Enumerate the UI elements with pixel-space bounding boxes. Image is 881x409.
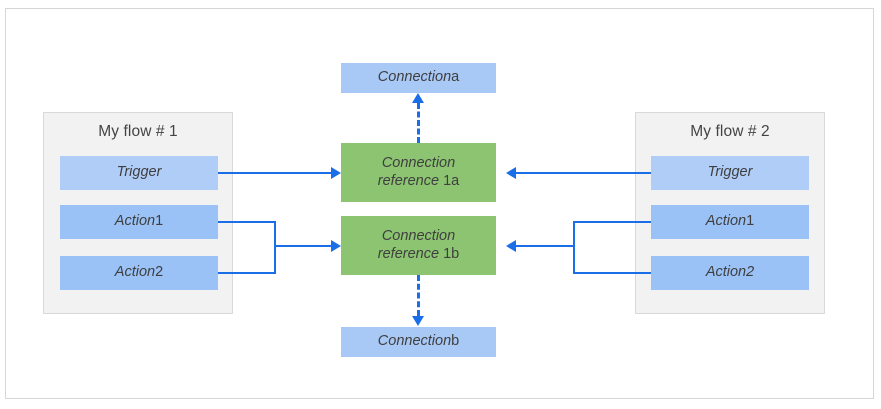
connection-reference-1b-line2-plain: 1b: [439, 245, 460, 262]
connector-flow1-trigger-to-ref1a: [218, 172, 331, 174]
connector-flow2-merge-to-ref1b: [516, 245, 575, 247]
flow-2-title: My flow # 2: [690, 123, 770, 140]
flow-1-step-action-2-label-italic: Action: [114, 264, 156, 281]
flow-2-step-action-1-label-italic: Action: [705, 213, 747, 230]
connection-reference-1b-line2-italic: reference: [377, 245, 440, 262]
flow-1-step-action-2-label-plain: 2: [155, 264, 164, 281]
connection-b-label-plain: b: [451, 333, 460, 350]
connection-reference-1b-box[interactable]: Connection reference 1b: [341, 216, 496, 275]
connection-b-label-italic: Connection: [377, 333, 452, 350]
arrowhead-left-ref1a-right: [506, 167, 516, 179]
flow-2-step-action-2[interactable]: Action2: [651, 256, 809, 290]
flow-2-step-trigger[interactable]: Trigger: [651, 156, 809, 190]
flow-1-step-trigger[interactable]: Trigger: [60, 156, 218, 190]
connector-flow2-action1-segment: [573, 221, 651, 223]
connector-flow2-trigger-to-ref1a: [516, 172, 651, 174]
connection-b-box[interactable]: Connection b: [341, 327, 496, 357]
arrowhead-right-ref1b-left: [331, 240, 341, 252]
connection-a-label-plain: a: [451, 69, 460, 86]
connection-reference-1a-line2: reference 1a: [378, 173, 459, 190]
dashed-connector-ref1a-to-connection-a: [417, 103, 420, 143]
connector-flow1-merge-bus: [274, 221, 276, 274]
flow-1-title: My flow # 1: [98, 123, 178, 140]
flow-1-step-trigger-label-italic: Trigger: [116, 164, 162, 181]
connection-reference-1a-line1: Connection: [381, 155, 456, 172]
flow-1-step-action-1-label-italic: Action: [114, 213, 156, 230]
connector-flow1-merge-to-ref1b: [274, 245, 331, 247]
connector-flow1-action1-segment: [218, 221, 276, 223]
connection-reference-1b-line1: Connection: [381, 228, 456, 245]
flow-2-step-action-1-label-plain: 1: [746, 213, 755, 230]
connector-flow2-action2-segment: [573, 272, 651, 274]
flow-1-step-action-1-label-plain: 1: [155, 213, 164, 230]
flow-2-step-trigger-label-italic: Trigger: [707, 164, 753, 181]
connection-reference-1a-line2-plain: 1a: [439, 172, 460, 189]
connector-flow1-action2-segment: [218, 272, 276, 274]
arrowhead-up-connection-a: [412, 93, 424, 103]
flow-1-step-action-2[interactable]: Action 2: [60, 256, 218, 290]
arrowhead-right-ref1a-left: [331, 167, 341, 179]
arrowhead-left-ref1b-right: [506, 240, 516, 252]
connection-reference-1a-box[interactable]: Connection reference 1a: [341, 143, 496, 202]
flow-2-step-action-2-label-italic: Action2: [705, 264, 755, 281]
connection-reference-1a-line2-italic: reference: [377, 172, 440, 189]
flow-2-step-action-1[interactable]: Action 1: [651, 205, 809, 239]
connection-reference-1b-line2: reference 1b: [378, 246, 459, 263]
flow-1-step-action-1[interactable]: Action 1: [60, 205, 218, 239]
connection-a-box[interactable]: Connection a: [341, 63, 496, 93]
connection-a-label-italic: Connection: [377, 69, 452, 86]
connector-flow2-merge-bus: [573, 221, 575, 274]
arrowhead-down-connection-b: [412, 316, 424, 326]
dashed-connector-ref1b-to-connection-b: [417, 275, 420, 316]
